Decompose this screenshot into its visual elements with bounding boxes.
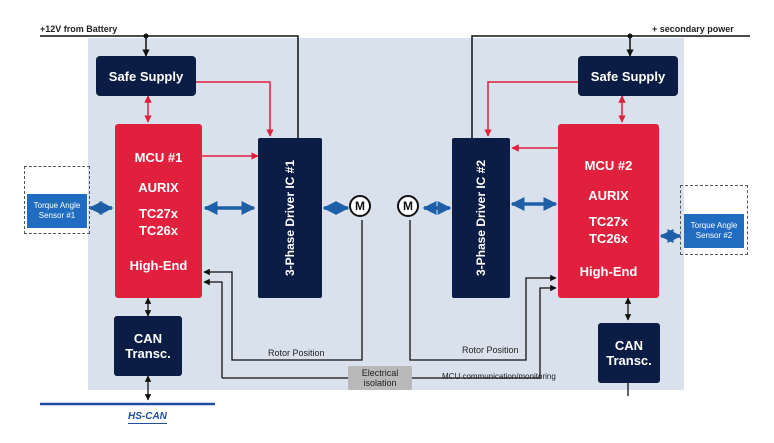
mcu-2: MCU #2 AURIX TC27x TC26x High-End — [558, 124, 659, 298]
data-buses — [88, 197, 682, 243]
power-rail-right — [471, 35, 750, 138]
can-transceiver-1-line2: Transc. — [125, 346, 171, 361]
hs-can-label: HS-CAN — [128, 411, 167, 424]
mcu-2-family: AURIX — [588, 188, 629, 203]
junction-dot-left — [143, 33, 149, 39]
motor-2-icon: M — [397, 195, 419, 217]
isolation-line-2: isolation — [363, 378, 397, 388]
torque-angle-sensor-2: Torque Angle Sensor #2 — [684, 214, 744, 248]
mcu-1: MCU #1 AURIX TC27x TC26x High-End — [115, 124, 202, 298]
mcu-2-name: MCU #2 — [584, 158, 633, 173]
can-links — [144, 297, 632, 401]
right-supply-label: + secondary power — [652, 24, 734, 34]
isolation-line-1: Electrical — [361, 368, 399, 378]
left-supply-label: +12V from Battery — [40, 24, 118, 34]
can-transceiver-1: CAN Transc. — [114, 316, 182, 376]
safe-supply-1: Safe Supply — [96, 56, 196, 96]
mcu-1-family: AURIX — [138, 180, 179, 195]
mcu-1-name: MCU #1 — [134, 150, 183, 165]
driver-ic-2: 3-Phase Driver IC #2 — [452, 138, 510, 298]
sensor-2-frame — [680, 185, 748, 255]
mcu-2-part-b: TC26x — [588, 231, 629, 246]
mcu-2-tier: High-End — [579, 264, 638, 279]
rotor-position-label-1: Rotor Position — [268, 348, 325, 358]
power-rail-left — [40, 35, 299, 138]
motor-1-icon: M — [349, 195, 371, 217]
mcu-1-tier: High-End — [129, 258, 188, 273]
mcu-1-part-b: TC26x — [138, 223, 179, 238]
mcu-communication-label: MCU communication/monitoring — [442, 372, 556, 381]
torque-angle-sensor-1: Torque Angle Sensor #1 — [27, 194, 87, 228]
can-transceiver-2-line2: Transc. — [606, 353, 652, 368]
safe-supply-links-left — [144, 81, 274, 160]
can-transceiver-2-line1: CAN — [614, 338, 644, 353]
mcu-1-part-a: TC27x — [138, 206, 179, 221]
driver-ic-1-label: 3-Phase Driver IC #1 — [283, 159, 297, 277]
can-transceiver-2: CAN Transc. — [598, 323, 660, 383]
rotor-position-label-2: Rotor Position — [462, 345, 519, 355]
safe-supply-links-right — [484, 81, 626, 152]
driver-ic-1: 3-Phase Driver IC #1 — [258, 138, 322, 298]
sensor-1-frame — [24, 166, 90, 234]
mcu-2-part-a: TC27x — [588, 214, 629, 229]
driver-ic-2-label: 3-Phase Driver IC #2 — [474, 159, 488, 277]
can-transceiver-1-line1: CAN — [133, 331, 163, 346]
safe-supply-2: Safe Supply — [578, 56, 678, 96]
junction-dot-right — [627, 33, 633, 39]
electrical-isolation: Electrical isolation — [348, 366, 412, 390]
